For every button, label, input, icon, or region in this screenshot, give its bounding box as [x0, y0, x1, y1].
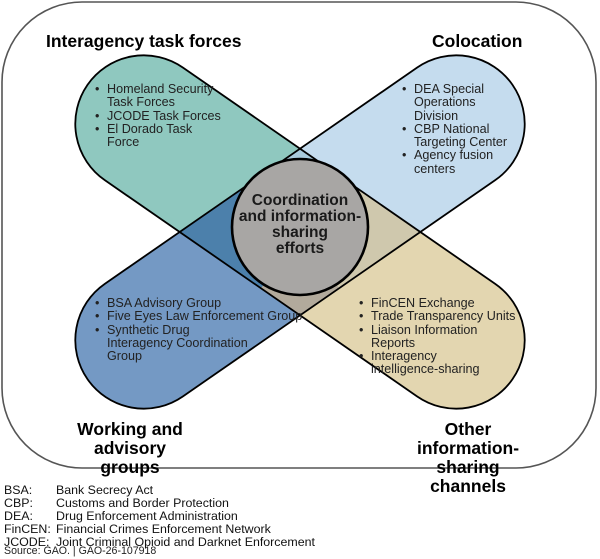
center-label-line: Coordination: [251, 192, 349, 209]
list-item: BSA Advisory Group: [95, 296, 305, 310]
list-other-information-sharing-channels: FinCEN Exchange Trade Transparency Units…: [359, 296, 519, 377]
list-item: Liaison Information Reports: [359, 323, 519, 351]
legend-row: BSA: Bank Secrecy Act: [4, 484, 315, 497]
legend-meaning: Bank Secrecy Act: [56, 483, 154, 497]
legend-abbr: CBP:: [4, 496, 33, 510]
list-item: El Dorado Task Force: [95, 122, 225, 150]
list-item: DEA Special Operations Division: [402, 82, 520, 123]
center-label-line: and information-: [238, 208, 362, 225]
legend-meaning: Drug Enforcement Administration: [56, 509, 238, 523]
center-label: Coordination and information- sharing ef…: [232, 193, 368, 257]
list-item: Interagency intelligence-sharing: [359, 350, 501, 377]
list-item: Agency fusion centers: [402, 149, 520, 176]
list-colocation: DEA Special Operations Division CBP Nati…: [402, 82, 520, 176]
legend-abbr: FinCEN:: [4, 522, 51, 536]
outline-capsule-b: [74, 54, 526, 410]
list-working-and-advisory-groups: BSA Advisory Group Five Eyes Law Enforce…: [95, 296, 305, 364]
center-label-line: sharing: [272, 224, 328, 241]
title-line: sharing channels: [430, 457, 506, 496]
list-item: FinCEN Exchange: [359, 296, 519, 310]
legend-row: FinCEN: Financial Crimes Enforcement Netw…: [4, 523, 315, 536]
title-other-information-sharing-channels: Other information- sharing channels: [398, 420, 538, 496]
abbreviations-legend: BSA: Bank Secrecy Act CBP: Customs and Bor…: [4, 484, 315, 549]
outline-capsule-a: [74, 54, 526, 410]
list-item: Trade Transparency Units: [359, 309, 519, 323]
center-circle: [230, 157, 370, 297]
source-note: Source: GAO. | GAO-26-107918: [4, 545, 157, 557]
legend-row: JCODE: Joint Criminal Opioid and Darknet …: [4, 536, 315, 549]
legend-abbr: DEA:: [4, 509, 33, 523]
legend-row: CBP: Customs and Border Protection: [4, 497, 315, 510]
title-interagency-task-forces: Interagency task forces: [46, 31, 242, 51]
title-line: Other information-: [416, 419, 520, 458]
legend-abbr: BSA:: [4, 483, 33, 497]
legend-row: DEA: Drug Enforcement Administration: [4, 510, 315, 523]
list-item: Five Eyes Law Enforcement Group: [95, 309, 305, 323]
title-colocation: Colocation: [432, 31, 523, 51]
list-item: Synthetic Drug Interagency Coordination …: [95, 323, 257, 364]
legend-abbr: JCODE:: [4, 535, 50, 549]
list-item: Homeland Security Task Forces: [95, 82, 225, 110]
list-item: JCODE Task Forces: [95, 109, 225, 123]
legend-meaning: Financial Crimes Enforcement Network: [56, 522, 271, 536]
center-label-line: efforts: [275, 240, 325, 257]
legend-meaning: Customs and Border Protection: [56, 496, 229, 510]
title-line: advisory groups: [94, 438, 166, 477]
title-line: Working and: [77, 419, 183, 439]
legend-meaning: Joint Criminal Opioid and Darknet Enforc…: [56, 535, 315, 549]
list-item: CBP National Targeting Center: [402, 122, 520, 150]
list-interagency-task-forces: Homeland Security Task Forces JCODE Task…: [95, 82, 225, 150]
title-working-and-advisory-groups: Working and advisory groups: [70, 420, 190, 477]
